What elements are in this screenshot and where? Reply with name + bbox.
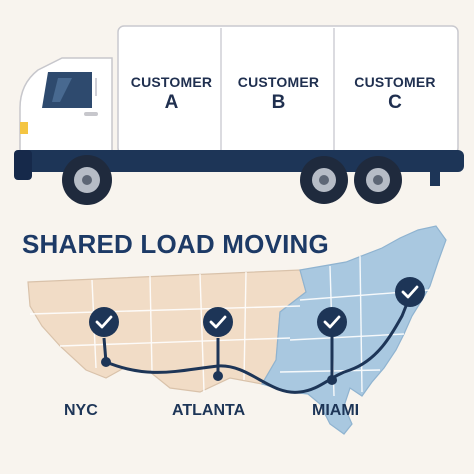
headlight xyxy=(20,122,28,134)
bumper xyxy=(14,150,32,180)
city-label-atlanta: ATLANTA xyxy=(172,402,246,419)
compartment-label-line1: CUSTOMER xyxy=(130,74,213,90)
page-title: SHARED LOAD MOVING xyxy=(22,229,329,259)
route-line xyxy=(104,294,412,394)
rear-wheel xyxy=(354,156,402,204)
compartment-label-line2: C xyxy=(388,92,402,113)
check-pin-icon xyxy=(203,307,233,337)
compartment-label-line1: CUSTOMER xyxy=(237,74,320,90)
compartment-a-label: CUSTOMER A xyxy=(122,74,221,114)
check-pin-icon xyxy=(89,307,119,337)
state-borders xyxy=(29,255,431,397)
truck-chassis xyxy=(16,150,464,172)
compartment-label-line2: B xyxy=(271,92,286,113)
route-dot xyxy=(213,371,223,381)
front-wheel xyxy=(62,155,112,205)
door-handle xyxy=(84,112,98,116)
route-dot xyxy=(101,357,111,367)
window-glare xyxy=(52,78,72,102)
truck-illustration xyxy=(14,25,464,205)
route-dot xyxy=(327,375,337,385)
map-west-region xyxy=(27,269,307,393)
city-label-nyc: NYC xyxy=(64,402,98,419)
compartment-c-label: CUSTOMER C xyxy=(336,74,454,114)
compartment-label-line2: A xyxy=(164,92,179,113)
city-label-miami: MIAMI xyxy=(312,402,360,419)
check-pin-icon xyxy=(395,277,425,307)
compartment-label-line1: CUSTOMER xyxy=(354,74,436,90)
check-pin-icon xyxy=(317,307,347,337)
mud-flap xyxy=(430,172,440,186)
rear-wheel xyxy=(300,156,348,204)
compartment-b-label: CUSTOMER B xyxy=(223,74,334,114)
